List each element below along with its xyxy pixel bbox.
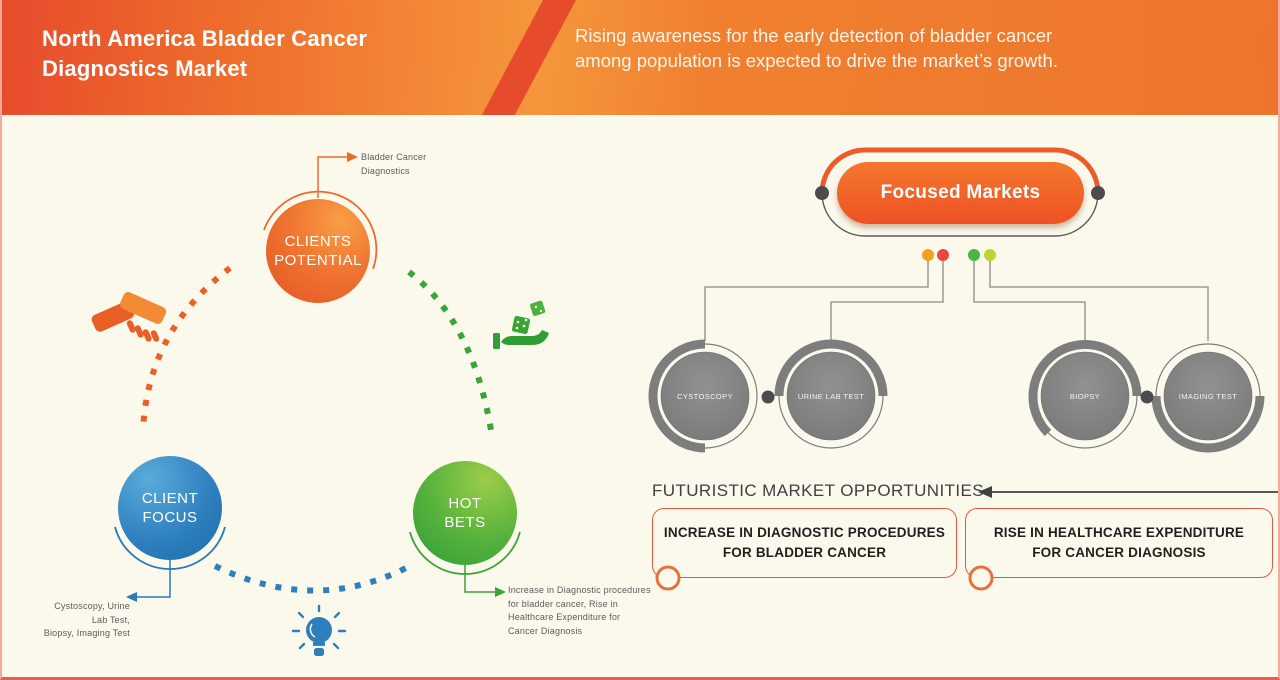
node-label-urine-lab-test: URINE LAB TEST bbox=[797, 391, 865, 401]
hot-bets-arrowhead bbox=[495, 587, 506, 597]
node-label-cystoscopy: CYSTOSCOPY bbox=[677, 391, 733, 401]
opportunity-box-diagnostic-procedures: INCREASE IN DIAGNOSTIC PROCEDURES FOR BL… bbox=[652, 508, 957, 578]
dotted-arc-green bbox=[407, 269, 494, 431]
clients-potential-circle: CLIENTS POTENTIAL bbox=[266, 199, 370, 303]
client-focus-annotation: Cystoscopy, Urine Lab Test, Biopsy, Imag… bbox=[43, 601, 130, 638]
opportunity-box-1-text: INCREASE IN DIAGNOSTIC PROCEDURES FOR BL… bbox=[663, 524, 946, 560]
opportunities-heading: FUTURISTIC MARKET OPPORTUNITIES bbox=[652, 481, 984, 500]
dot-green bbox=[968, 249, 980, 261]
header-diagonal-stripe bbox=[481, 0, 576, 115]
clients-potential-label: CLIENTS POTENTIAL bbox=[274, 232, 362, 270]
capsule-ring-right-dot bbox=[1091, 186, 1105, 200]
hot-bets-circle: HOT BETS bbox=[413, 461, 517, 565]
dotted-arc-orange bbox=[140, 265, 232, 431]
dot-orange bbox=[922, 249, 934, 261]
capsule-ring-left-dot bbox=[815, 186, 829, 200]
clients-potential-annotation: Bladder Cancer Diagnostics bbox=[361, 152, 427, 176]
handshake-icon bbox=[91, 292, 167, 342]
hot-bets-connector bbox=[464, 565, 495, 593]
opportunity-box-2-text: RISE IN HEALTHCARE EXPENDITURE FOR CANCE… bbox=[993, 524, 1245, 560]
client-focus-connector bbox=[137, 560, 171, 598]
pair-dot-right bbox=[1140, 390, 1154, 404]
client-focus-circle: CLIENT FOCUS bbox=[118, 456, 222, 560]
pair-dot-left bbox=[761, 390, 775, 404]
page-title: North America Bladder Cancer Diagnostics… bbox=[42, 26, 368, 81]
dot-red bbox=[937, 249, 949, 261]
node-label-biopsy: BIOPSY bbox=[1069, 391, 1101, 401]
clients-potential-connector bbox=[317, 156, 347, 198]
dice-in-hand-icon bbox=[493, 300, 549, 349]
page-subtitle: Rising awareness for the early detection… bbox=[575, 25, 1058, 71]
node-label-imaging-test: IMAGING TEST bbox=[1178, 391, 1238, 401]
hot-bets-label: HOT BETS bbox=[444, 494, 486, 532]
clients-potential-arrowhead bbox=[347, 152, 358, 162]
dot-yellow-green bbox=[984, 249, 996, 261]
dotted-arc-blue bbox=[213, 563, 408, 594]
capsule-stems bbox=[704, 261, 1209, 341]
focused-markets-title: Focused Markets bbox=[880, 182, 1041, 203]
focused-markets-capsule: Focused Markets bbox=[837, 162, 1084, 224]
lightbulb-icon bbox=[291, 604, 347, 656]
hot-bets-annotation: Increase in Diagnostic procedures for bl… bbox=[508, 585, 651, 636]
header-banner: North America Bladder Cancer Diagnostics… bbox=[2, 0, 1278, 115]
client-focus-label: CLIENT FOCUS bbox=[141, 489, 199, 527]
opportunity-box-healthcare-expenditure: RISE IN HEALTHCARE EXPENDITURE FOR CANCE… bbox=[965, 508, 1273, 578]
